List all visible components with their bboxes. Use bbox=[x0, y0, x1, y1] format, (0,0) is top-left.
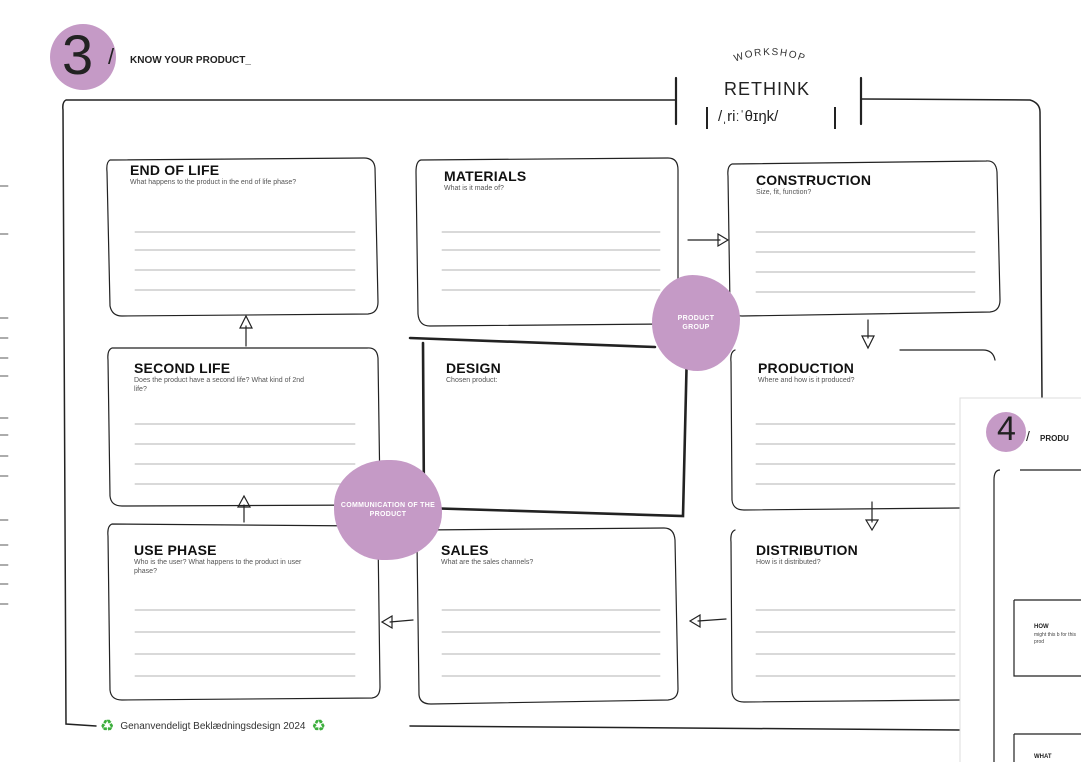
rethink-title: RETHINK bbox=[724, 79, 811, 99]
recycle-icon: ♻ bbox=[100, 718, 115, 735]
card-title: CONSTRUCTION bbox=[756, 172, 872, 188]
next-step-title: PRODU bbox=[1040, 434, 1069, 443]
next-how-label: HOW bbox=[1034, 624, 1049, 630]
step-badge bbox=[50, 24, 116, 90]
card-construction: CONSTRUCTION Size, fit, function? bbox=[756, 172, 946, 197]
communication-blob: COMMUNICATION OF THE PRODUCT bbox=[334, 460, 442, 560]
card-title: MATERIALS bbox=[444, 168, 527, 184]
card-title: PRODUCTION bbox=[758, 360, 855, 376]
step-slash: / bbox=[108, 44, 115, 69]
card-production: PRODUCTION Where and how is it produced? bbox=[758, 360, 948, 385]
card-question: Chosen product: bbox=[446, 377, 498, 384]
next-what-label: WHAT bbox=[1034, 754, 1052, 760]
recycle-icon: ♻ bbox=[311, 718, 326, 735]
card-question: Who is the user? What happens to the pro… bbox=[134, 559, 302, 575]
blob-label: COMMUNICATION OF THE PRODUCT bbox=[340, 502, 436, 518]
card-title: DESIGN bbox=[446, 360, 501, 376]
card-use-phase: USE PHASE Who is the user? What happens … bbox=[134, 542, 304, 576]
card-question: What are the sales channels? bbox=[441, 559, 534, 566]
workshop-arc: WORKSHOP bbox=[733, 47, 808, 65]
product-group-blob: PRODUCT GROUP bbox=[652, 275, 740, 371]
card-question: How is it distributed? bbox=[756, 559, 821, 566]
card-distribution: DISTRIBUTION How is it distributed? bbox=[756, 542, 946, 567]
card-end-of-life: END OF LIFE What happens to the product … bbox=[130, 162, 305, 187]
card-title: SALES bbox=[441, 542, 489, 558]
card-title: USE PHASE bbox=[134, 542, 217, 558]
card-second-life: SECOND LIFE Does the product have a seco… bbox=[134, 360, 314, 394]
card-question: What happens to the product in the end o… bbox=[130, 179, 297, 186]
phonetic: /ˌriːˈθɪŋk/ bbox=[718, 108, 779, 125]
workshop-label: WORKSHOP bbox=[733, 47, 806, 65]
step-title: KNOW YOUR PRODUCT_ bbox=[130, 55, 251, 66]
footer: ♻ Genanvendeligt Beklædningsdesign 2024 … bbox=[100, 716, 326, 736]
card-question: Where and how is it produced? bbox=[758, 377, 855, 384]
card-question: Size, fit, function? bbox=[756, 189, 812, 196]
phonetic-bracket bbox=[706, 107, 836, 129]
next-step-badge bbox=[986, 412, 1026, 452]
card-question: Does the product have a second life? Wha… bbox=[134, 377, 305, 393]
card-title: DISTRIBUTION bbox=[756, 542, 858, 558]
card-title: END OF LIFE bbox=[130, 162, 220, 178]
footer-text: Genanvendeligt Beklædningsdesign 2024 bbox=[120, 720, 306, 732]
card-sales: SALES What are the sales channels? bbox=[441, 542, 631, 567]
blob-label: PRODUCT GROUP bbox=[677, 315, 715, 331]
svg-text:WORKSHOP: WORKSHOP bbox=[733, 47, 808, 65]
card-question: What is it made of? bbox=[444, 185, 504, 192]
card-title: SECOND LIFE bbox=[134, 360, 231, 376]
next-step-slash: / bbox=[1026, 428, 1030, 444]
card-materials: MATERIALS What is it made of? bbox=[444, 168, 634, 193]
next-how-text: might this b for this prod bbox=[1034, 632, 1076, 645]
next-step-number: 4 bbox=[997, 410, 1016, 448]
step-number: 3 bbox=[62, 23, 94, 86]
card-design: DESIGN Chosen product: bbox=[446, 360, 636, 385]
